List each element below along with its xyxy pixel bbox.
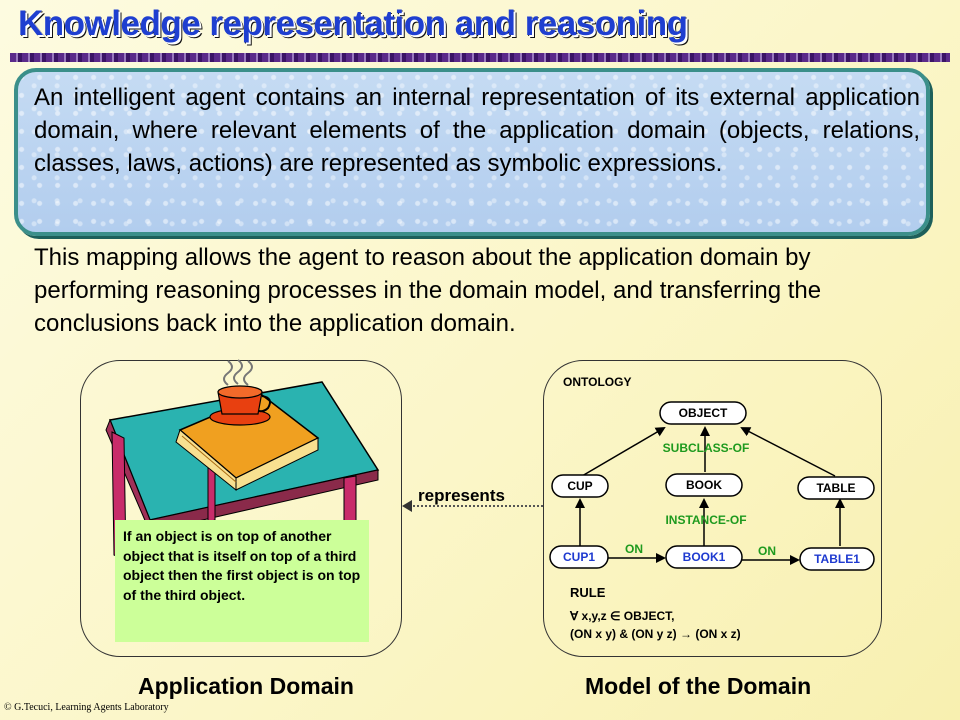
title-divider bbox=[10, 53, 950, 62]
svg-text:TABLE1: TABLE1 bbox=[814, 552, 860, 566]
node-cup1: CUP1 bbox=[549, 545, 609, 569]
page-title: Knowledge representation and reasoning bbox=[18, 4, 688, 43]
cup-icon bbox=[209, 385, 271, 426]
node-book: BOOK bbox=[665, 473, 743, 497]
ontology-heading: ONTOLOGY bbox=[563, 375, 631, 389]
footer-credit: © G.Tecuci, Learning Agents Laboratory bbox=[4, 702, 169, 713]
svg-text:BOOK1: BOOK1 bbox=[683, 550, 726, 564]
on-label-2: ON bbox=[758, 544, 776, 558]
rule-line-2: (ON x y) & (ON y z) → (ON x z) bbox=[570, 627, 741, 641]
node-table: TABLE bbox=[797, 476, 875, 500]
definition-callout bbox=[14, 68, 930, 236]
represents-label: represents bbox=[418, 486, 505, 505]
svg-text:BOOK: BOOK bbox=[686, 478, 722, 492]
svg-text:OBJECT: OBJECT bbox=[679, 406, 728, 420]
callout-text: An intelligent agent contains an interna… bbox=[34, 84, 920, 177]
svg-text:CUP1: CUP1 bbox=[563, 550, 595, 564]
represents-arrowhead bbox=[402, 500, 412, 512]
cup-subclass-arrow bbox=[581, 426, 666, 477]
instance-of-label: INSTANCE-OF bbox=[665, 513, 746, 527]
rule-line-1: ∀ x,y,z ∈ OBJECT, bbox=[569, 609, 674, 623]
model-domain-panel bbox=[543, 360, 882, 657]
rule-heading: RULE bbox=[570, 585, 606, 600]
node-book1: BOOK1 bbox=[665, 545, 743, 569]
on-label-1: ON bbox=[625, 542, 643, 556]
rule-description-box: If an object is on top of another object… bbox=[115, 520, 369, 642]
node-object: OBJECT bbox=[659, 401, 747, 425]
application-domain-panel bbox=[80, 360, 402, 657]
caption-model-of-domain: Model of the Domain bbox=[585, 673, 812, 699]
node-cup: CUP bbox=[551, 474, 609, 498]
node-table1: TABLE1 bbox=[799, 547, 875, 571]
steam-icon bbox=[223, 359, 253, 386]
svg-text:CUP: CUP bbox=[567, 479, 592, 493]
represents-connector bbox=[410, 505, 543, 507]
body-text: This mapping allows the agent to reason … bbox=[34, 244, 822, 337]
caption-application-domain: Application Domain bbox=[138, 673, 354, 699]
table-subclass-arrow bbox=[740, 427, 836, 477]
svg-text:TABLE: TABLE bbox=[816, 481, 855, 495]
subclass-of-label: SUBCLASS-OF bbox=[663, 441, 750, 455]
